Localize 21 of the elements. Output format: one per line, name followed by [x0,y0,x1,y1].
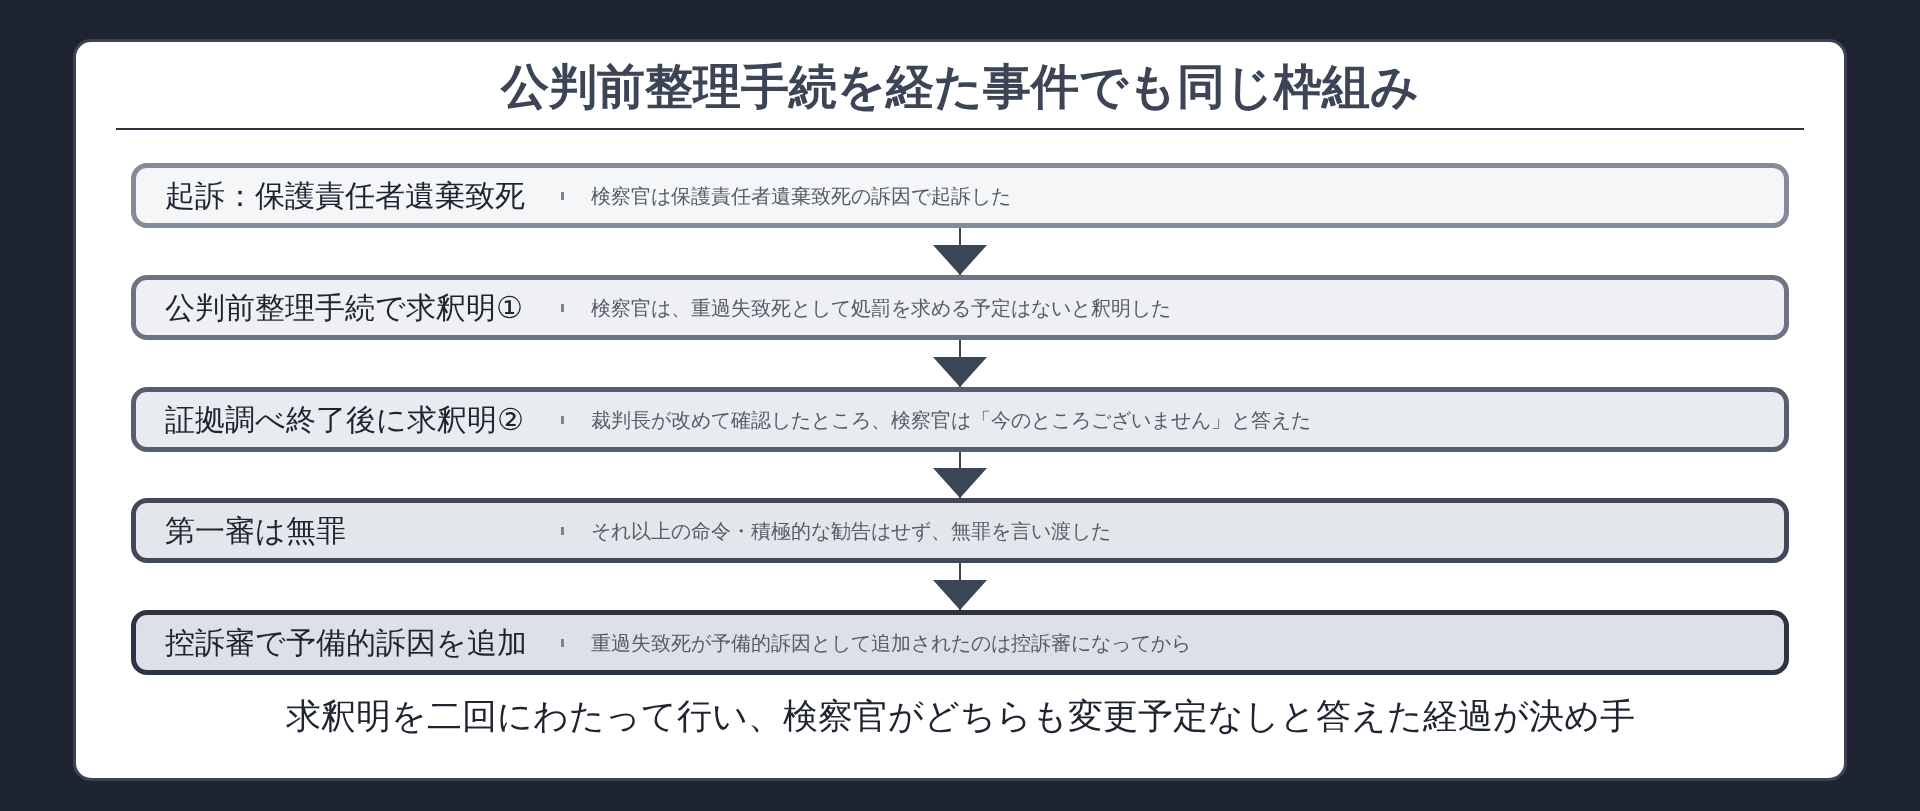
step-description: それ以上の命令・積極的な勧告はせず、無罪を言い渡した [591,517,1111,544]
arrow [933,451,987,499]
step-description: 裁判長が改めて確認したところ、検察官は「今のところございません」と答えた [591,406,1311,433]
arrow [933,562,987,611]
step-heading: 第一審は無罪 [165,511,346,550]
arrow [933,339,987,388]
step-heading: 公判前整理手続で求釈明① [165,288,523,327]
step-description: 検察官は保護責任者遺棄致死の訴因で起訴した [591,182,1011,209]
step-description: 検察官は、重過失致死として処罰を求める予定はないと釈明した [591,294,1171,321]
caption: 求釈明を二回にわたって行い、検察官がどちらも変更予定なしと答えた経過が決め手 [285,695,1635,737]
step-heading: 証拠調べ終了後に求釈明② [165,400,524,439]
step-heading: 起訴：保護責任者遺棄致死 [165,176,525,215]
step-box [131,387,1789,452]
step-box [131,498,1789,563]
arrow [933,227,987,276]
step-box [131,610,1789,675]
step-heading: 控訴審で予備的訴因を追加 [165,623,527,662]
title: 公判前整理手続を経た事件でも同じ枠組み [501,57,1419,116]
step-box [131,275,1789,340]
step-description: 重過失致死が予備的訴因として追加されたのは控訴審になってから [591,629,1191,656]
step-box [131,163,1789,228]
